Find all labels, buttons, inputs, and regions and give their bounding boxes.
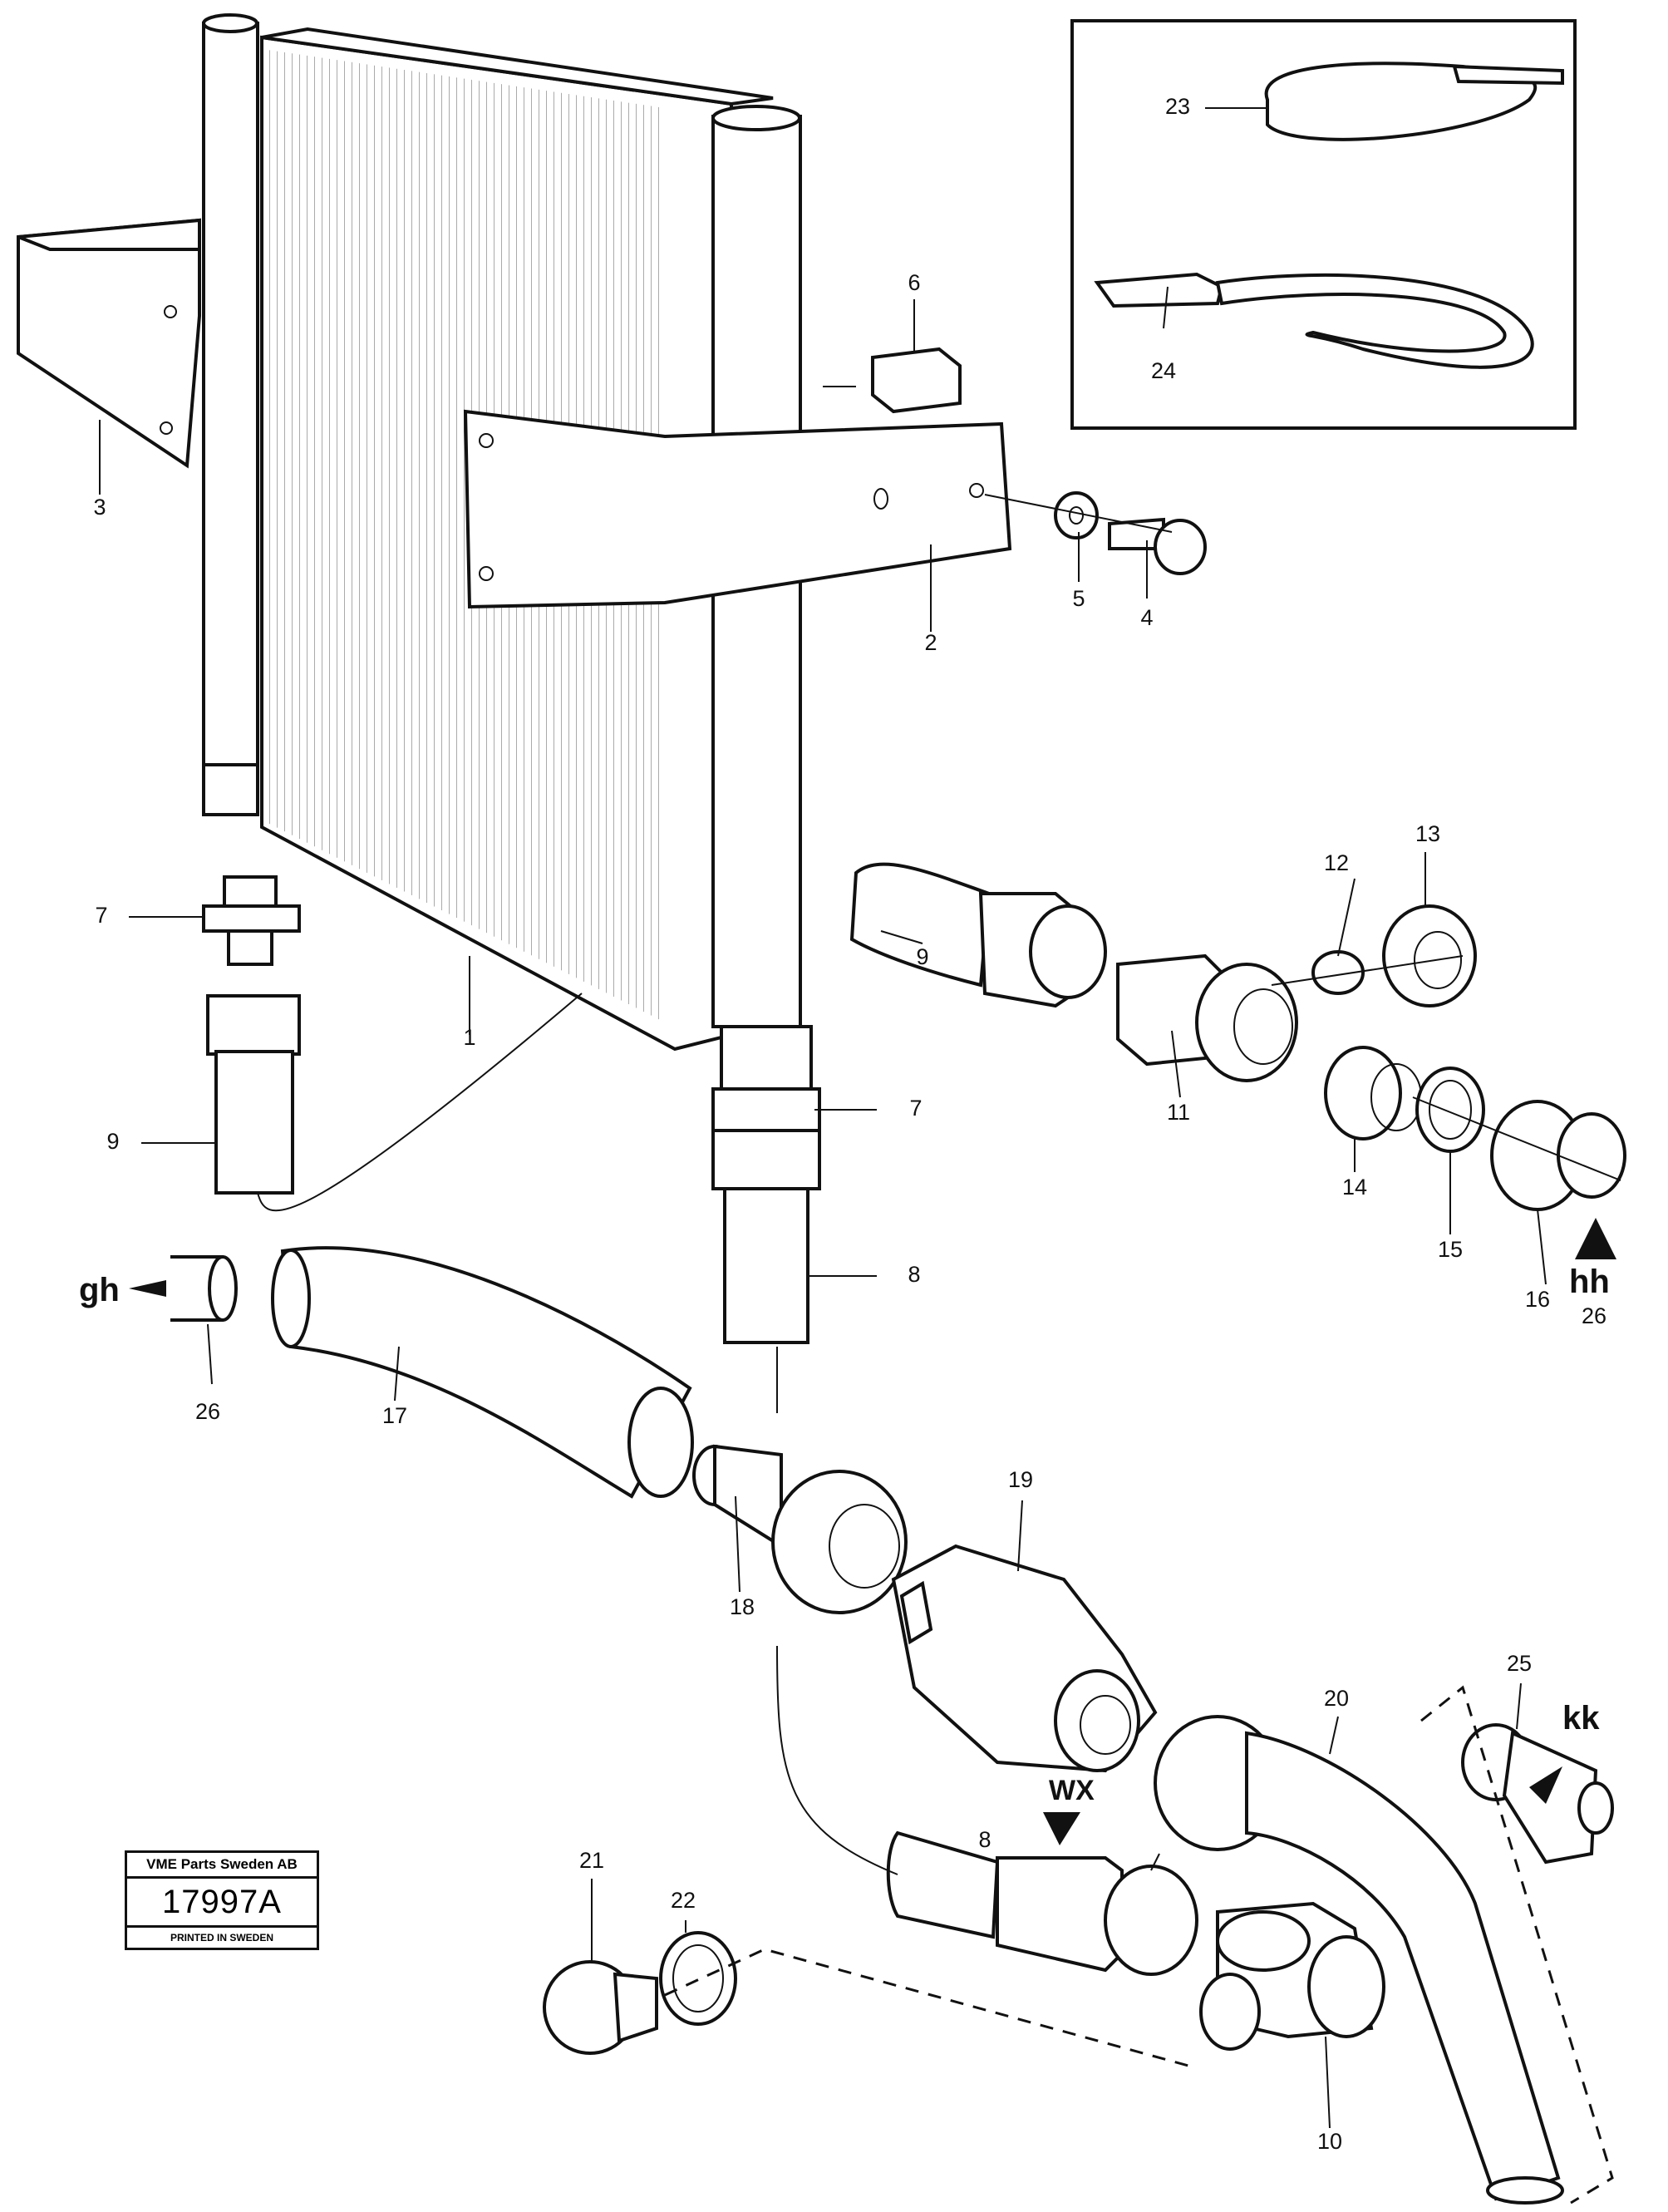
callout-18: 18: [730, 1594, 755, 1619]
stamp-company: VME Parts Sweden AB: [127, 1853, 317, 1879]
callout-7-right: 7: [909, 1096, 922, 1121]
arrow-kk-icon: [1529, 1766, 1562, 1804]
plug-21: [543, 1960, 658, 2055]
callout-14: 14: [1342, 1175, 1367, 1200]
callout-12: 12: [1324, 850, 1349, 875]
tube-nut-7: [711, 1087, 821, 1132]
arrow-gh-icon: [129, 1280, 166, 1297]
arrow-hh-icon: [1575, 1218, 1616, 1259]
callout-11: 11: [1167, 1100, 1190, 1125]
sleeve-18: [692, 1444, 908, 1614]
stamp-printed: PRINTED IN SWEDEN: [170, 1932, 273, 1944]
callout-25: 25: [1507, 1651, 1532, 1676]
leader-lines: [99, 107, 1547, 2129]
marker-gh: gh: [79, 1272, 120, 1308]
callout-24: 24: [1151, 358, 1176, 383]
cable-tie-23: [1264, 62, 1564, 141]
pipe-26-left: [170, 1255, 238, 1322]
arrow-wx-icon: [1043, 1812, 1080, 1845]
union-7-left: [202, 875, 301, 966]
callout-1: 1: [463, 1025, 475, 1050]
hose-17: [271, 1246, 694, 1499]
elbow-25: [1461, 1723, 1614, 1865]
pipe-8-lower: [886, 1830, 1198, 1976]
spacer-6: [823, 347, 962, 414]
callout-26-left: 26: [195, 1399, 220, 1424]
hose-9-right: [849, 862, 1107, 1008]
cable-tie-24: [1094, 272, 1534, 369]
left-tube: [202, 13, 259, 816]
callout-6: 6: [908, 270, 920, 295]
callout-4: 4: [1140, 605, 1153, 630]
stamp-number: 17997A: [127, 1879, 317, 1928]
catalog-stamp: VME Parts Sweden AB 17997A PRINTED IN SW…: [125, 1850, 319, 1950]
bracket-3: [17, 218, 201, 469]
callout-7-left: 7: [95, 903, 107, 928]
washer-22: [659, 1931, 737, 2026]
bolt-4: [1108, 517, 1207, 575]
washer-5: [1054, 491, 1099, 539]
marker-hh: hh: [1569, 1264, 1610, 1300]
callout-10: 10: [1317, 2129, 1342, 2154]
callout-9-right: 9: [916, 944, 928, 969]
callout-22: 22: [671, 1888, 696, 1913]
callout-2: 2: [924, 630, 937, 655]
pipe-9-left: [206, 994, 301, 1195]
callout-16: 16: [1525, 1287, 1550, 1312]
marker-wx: WX: [1049, 1775, 1095, 1806]
right-tube: [711, 105, 821, 1344]
callout-8-lower: 8: [978, 1827, 991, 1852]
plug-12: [1311, 950, 1365, 995]
inset-box: [1070, 19, 1577, 430]
callout-26-right: 26: [1582, 1303, 1606, 1328]
nipple-14: [1324, 1046, 1422, 1140]
bracket-2: [463, 409, 1012, 609]
callout-9-left: 9: [106, 1129, 119, 1154]
nut-13: [1382, 904, 1477, 1007]
callout-13: 13: [1415, 821, 1440, 846]
callout-8-upper: 8: [908, 1262, 920, 1287]
callout-21: 21: [579, 1848, 604, 1873]
callout-19: 19: [1008, 1467, 1033, 1492]
callout-17: 17: [382, 1403, 407, 1428]
marker-kk: kk: [1562, 1700, 1600, 1737]
elbow-20: [1154, 1715, 1564, 2205]
callout-3: 3: [93, 495, 106, 520]
callout-15: 15: [1438, 1237, 1463, 1262]
callout-23: 23: [1165, 94, 1190, 119]
washer-15: [1415, 1067, 1485, 1153]
callout-20: 20: [1324, 1686, 1349, 1711]
tee-10: [1199, 1901, 1385, 2051]
tee-11: [1116, 953, 1298, 1082]
check-valve-19: [891, 1544, 1158, 1773]
callout-5: 5: [1072, 586, 1085, 611]
